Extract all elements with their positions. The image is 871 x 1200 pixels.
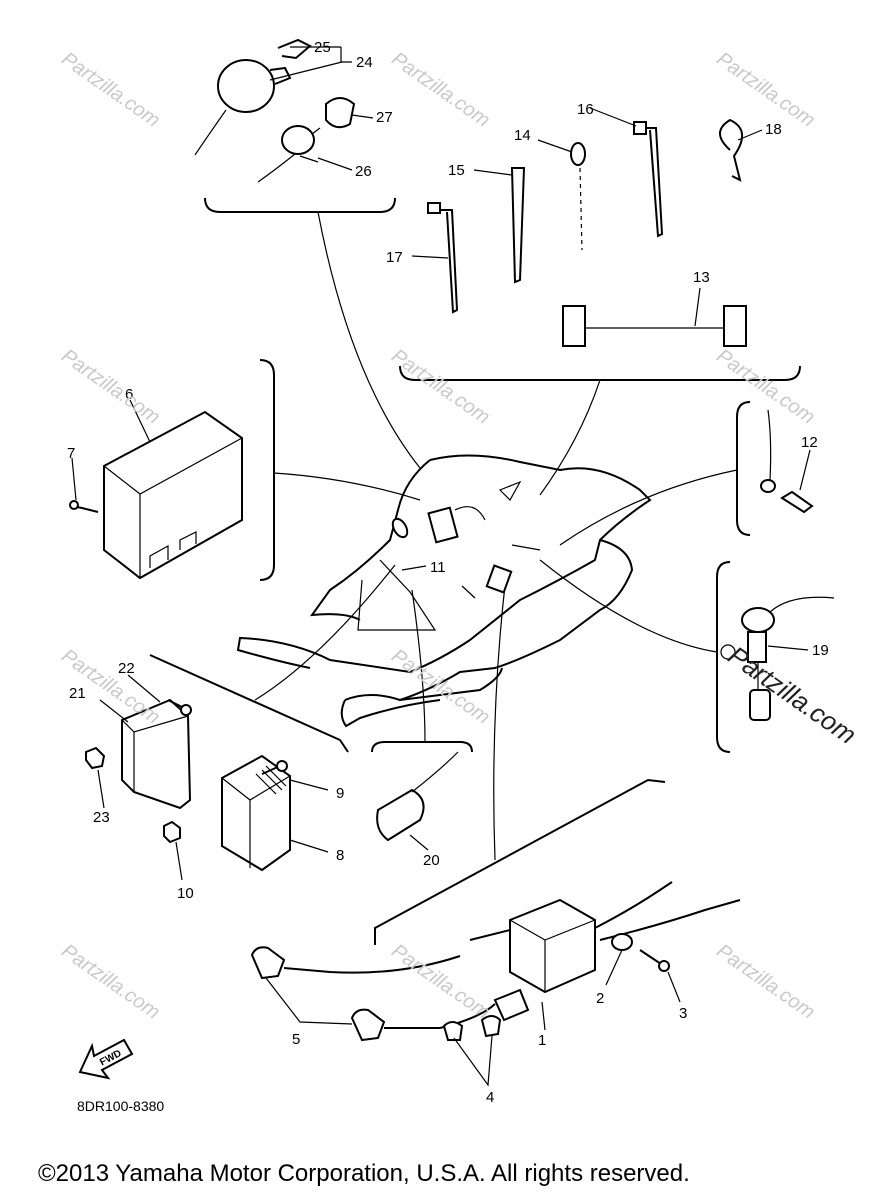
clamp-14 xyxy=(570,142,586,251)
callout-24: 24 xyxy=(356,54,373,71)
stop-switch-part-26 xyxy=(257,125,321,183)
callout-9: 9 xyxy=(336,785,344,802)
cable-tie-16 xyxy=(633,121,664,238)
callout-22: 22 xyxy=(118,660,135,677)
leader-right-lower xyxy=(539,559,718,653)
callout-19: 19 xyxy=(812,642,829,659)
bolt-22 xyxy=(167,699,192,716)
ignition-coil-1 xyxy=(493,898,596,1022)
copyright-notice: ©2013 Yamaha Motor Corporation, U.S.A. A… xyxy=(38,1160,690,1187)
callout-7: 7 xyxy=(67,445,75,462)
callout-25: 25 xyxy=(314,39,331,56)
cable-tie-17 xyxy=(427,202,459,314)
callout-18: 18 xyxy=(765,121,782,138)
callout-1: 1 xyxy=(538,1032,546,1049)
leader-left xyxy=(273,472,421,501)
bracket-right-upper xyxy=(736,401,751,536)
bolt-9 xyxy=(261,760,288,775)
callout-11: 11 xyxy=(430,559,446,576)
ground-lead-2 xyxy=(611,933,633,951)
callout-3: 3 xyxy=(679,1005,687,1022)
bracket-bottom xyxy=(374,778,666,945)
callout-16: 16 xyxy=(577,101,594,118)
callout-17: 17 xyxy=(386,249,403,266)
callout-15: 15 xyxy=(448,162,465,179)
callout-4: 4 xyxy=(486,1089,494,1106)
leader-top-left xyxy=(317,211,421,469)
bracket-left xyxy=(259,359,275,581)
callout-5: 5 xyxy=(292,1031,300,1048)
main-switch-assembly xyxy=(194,38,312,156)
callout-14: 14 xyxy=(514,127,531,144)
bracket-right-lower xyxy=(716,561,731,753)
leader-mid-left xyxy=(254,564,396,701)
bracket-mid-left xyxy=(149,654,349,753)
callout-20: 20 xyxy=(423,852,440,869)
callout-8: 8 xyxy=(336,847,344,864)
callout-21: 21 xyxy=(69,685,86,702)
part-code: 8DR100-8380 xyxy=(77,1098,165,1114)
leader-bottom xyxy=(493,584,506,861)
nut-10 xyxy=(163,820,181,844)
bracket-mid-small xyxy=(371,741,473,753)
chassis-outline xyxy=(236,454,652,728)
callout-27: 27 xyxy=(376,109,393,126)
cable-tie-15 xyxy=(510,167,526,284)
callout-26: 26 xyxy=(355,163,372,180)
thermo-switch-19 xyxy=(741,596,835,721)
callout-2: 2 xyxy=(596,990,604,1007)
lead-wire-13 xyxy=(562,305,747,347)
bolt-7 xyxy=(69,500,99,513)
callout-23: 23 xyxy=(93,809,110,826)
clip-18 xyxy=(719,118,743,182)
callout-12: 12 xyxy=(801,434,818,451)
bracket-top-left xyxy=(204,197,396,213)
cdi-unit-6 xyxy=(103,410,243,580)
nut-23 xyxy=(85,746,106,770)
watermark-circle-mark xyxy=(720,644,736,660)
callout-13: 13 xyxy=(693,269,710,286)
clamps-4 xyxy=(442,1015,502,1041)
screw-3 xyxy=(639,949,670,972)
capacitor-20 xyxy=(376,751,459,842)
regulator-8 xyxy=(221,754,291,872)
cap-part-27 xyxy=(325,97,356,129)
spark-plug-cap-5 xyxy=(250,881,741,1042)
leader-mid-small xyxy=(411,589,426,743)
callout-6: 6 xyxy=(125,386,133,403)
leader-top-right xyxy=(539,379,601,496)
leader-right-upper xyxy=(559,469,738,546)
ground-lead-12 xyxy=(760,409,814,514)
callout-labels: 1 2 3 4 5 6 7 8 9 10 11 12 13 14 15 16 1… xyxy=(67,39,829,1106)
fwd-arrow: FWD xyxy=(78,1038,134,1080)
callout-leaders xyxy=(71,46,811,1087)
callout-10: 10 xyxy=(177,885,194,902)
